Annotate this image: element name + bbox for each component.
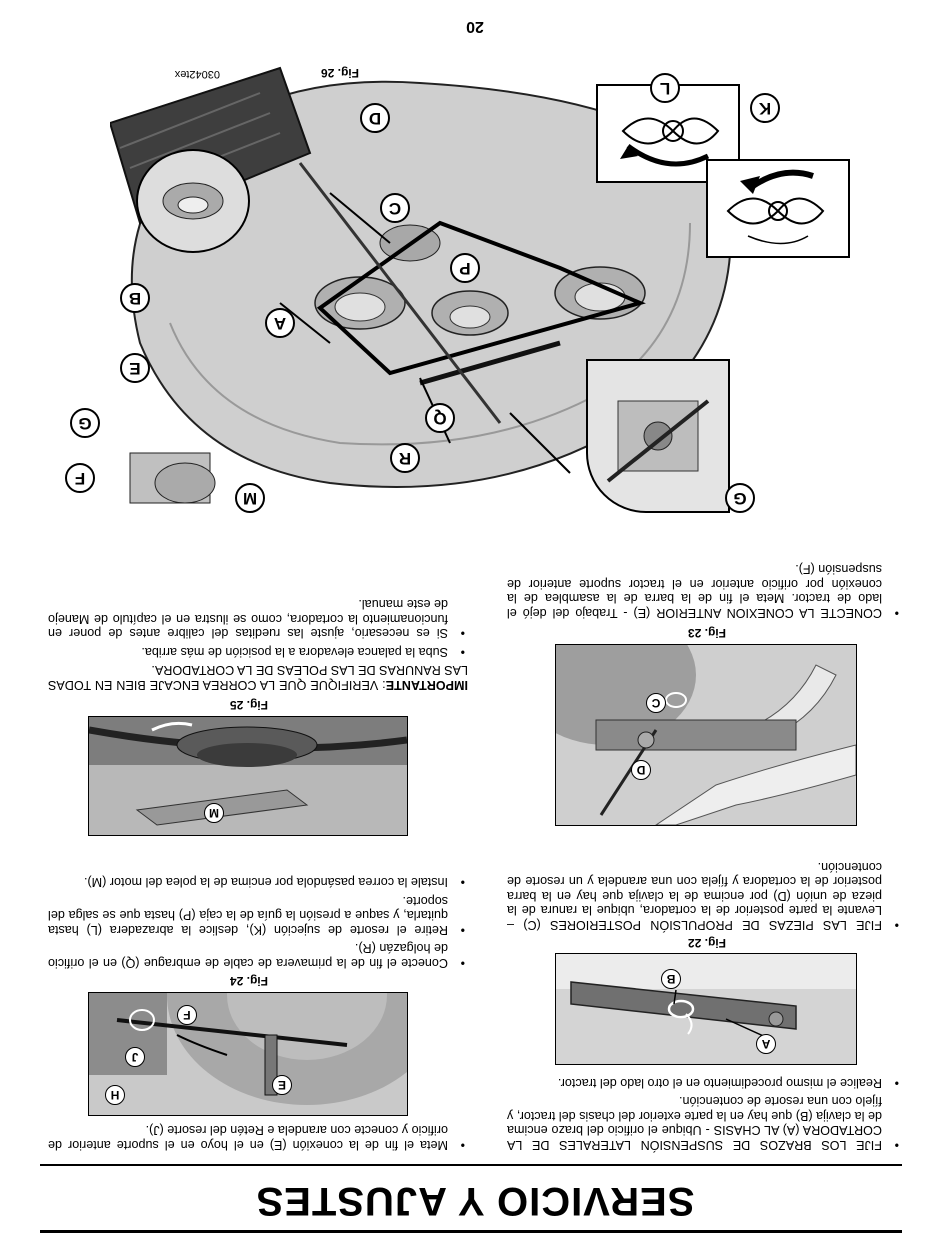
fig22-drawing (556, 954, 856, 1064)
left-column-mid: FIJE LAS PIEZAS DE PROPULSIÓN POSTERIORE… (507, 855, 902, 932)
fig26-inset-drawing (620, 117, 720, 167)
fig24-photo: E F J H (88, 992, 408, 1116)
fig22-callout-a: A (756, 1034, 776, 1054)
fig22-callout-b: B (661, 969, 681, 989)
fig26-label: Fig. 26 (321, 66, 360, 80)
fig26-callout-p: P (450, 253, 480, 283)
right-column-bottom: IMPORTANTE: VERIFIQUE QUE LA CORREA ENCA… (48, 592, 468, 692)
fig26-drawing (108, 66, 732, 504)
fig24-callout-h: H (105, 1085, 125, 1105)
fig26-callout-g-1: G (70, 408, 100, 438)
fig23-photo: C D (555, 644, 857, 826)
fig26-inset-pin (596, 84, 740, 183)
left-item-2: Realice el mismo procedimiento en el otr… (507, 1075, 902, 1090)
fig23-callout-d: D (631, 760, 651, 780)
left-item-4: CONECTE LA CONEXION ANTERIOR (E) - Traba… (507, 562, 902, 620)
fig26-code: 03042tex (174, 68, 220, 80)
right-column-top: Meta el fin de la conexión (E) en el hoy… (48, 1119, 468, 1152)
important-note: IMPORTANTE: VERIFIQUE QUE LA CORREA ENCA… (48, 663, 468, 692)
left-item-1: FIJE LOS BRAZOS DE SUSPENSIÓN LATERALES … (507, 1094, 902, 1152)
fig26-diagram: A B C D E F G G K L M P Q R (65, 58, 780, 543)
fig24-callout-e: E (272, 1075, 292, 1095)
right-item-1: Meta el fin de la conexión (E) en el hoy… (48, 1123, 468, 1152)
fig23-callout-c: C (646, 693, 666, 713)
fig26-callout-l: L (650, 73, 680, 103)
page-number: 20 (466, 18, 484, 35)
title-rule (40, 1164, 902, 1166)
fig26-pin-turn-inset (706, 159, 850, 258)
fig26-callout-e: E (120, 353, 150, 383)
fig26-callout-c: C (380, 193, 410, 223)
fig26-callout-f: F (65, 463, 95, 493)
fig26-callout-b: B (120, 283, 150, 313)
page-title: SERVICIO Y AJUSTES (255, 1179, 695, 1223)
right-column-mid: Conecte el fin de la primavera de cable … (48, 870, 468, 970)
fig26-callout-g-2: G (725, 483, 755, 513)
pin-turn-drawing (726, 169, 825, 245)
fig23-drawing (555, 644, 857, 826)
fig24-label: Fig. 24 (230, 974, 269, 988)
fig26-inset-clip (586, 359, 730, 513)
fig22-label: Fig. 22 (688, 936, 727, 950)
fig26-callout-a: A (265, 308, 295, 338)
top-rule (40, 1230, 902, 1233)
fig26-callout-r: R (390, 443, 420, 473)
fig26-callout-m: M (235, 483, 265, 513)
important-label: IMPORTANTE (385, 678, 468, 692)
fig24-callout-j: J (125, 1047, 145, 1067)
right-item-3: Retire el resorte de sujeción (K), desli… (48, 893, 468, 937)
fig22-photo: A B (555, 953, 857, 1065)
fig25-callout-m: M (204, 803, 224, 823)
right-item-5: Suba la palanca elevadora a la posición … (48, 644, 468, 659)
fig26-callout-d: D (360, 103, 390, 133)
left-item-3: FIJE LAS PIEZAS DE PROPULSIÓN POSTERIORE… (507, 859, 902, 932)
left-column-bottom: CONECTE LA CONEXION ANTERIOR (E) - Traba… (507, 558, 902, 620)
fig24-callout-f: F (177, 1005, 197, 1025)
fig25-photo: M (88, 716, 408, 836)
fig26-callout-q: Q (425, 403, 455, 433)
fig23-label: Fig. 23 (688, 626, 727, 640)
fig25-drawing (88, 717, 408, 835)
left-column: FIJE LOS BRAZOS DE SUSPENSIÓN LATERALES … (507, 1071, 902, 1152)
right-item-2: Conecte el fin de la primavera de cable … (48, 941, 468, 970)
fig26-inset-pulley-drawing (162, 182, 224, 220)
fig24-drawing (89, 992, 408, 1115)
fig26-callout-k: K (750, 93, 780, 123)
right-item-6: Si es necesario, ajuste las rueditas del… (48, 596, 468, 640)
fig26-inset-clip-drawing (606, 399, 710, 483)
fig26-inset-pulley (136, 149, 250, 253)
right-item-4: Instale la correa pasándola por encima d… (48, 874, 468, 889)
fig25-label: Fig. 25 (230, 698, 269, 712)
